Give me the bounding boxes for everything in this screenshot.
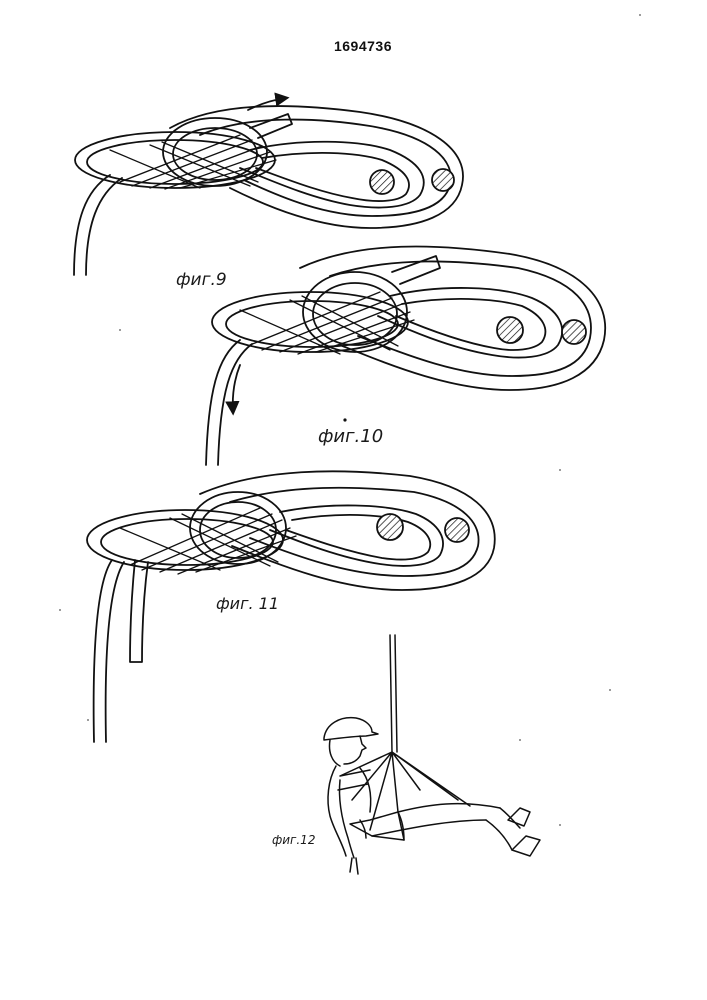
fig12-seat	[350, 812, 404, 840]
fig10-knot-wrap-3	[303, 272, 407, 352]
fig9-hole-2	[432, 169, 454, 191]
fig11-hole-1	[377, 514, 403, 540]
figure-11-knot	[87, 471, 495, 742]
fig11-hole-2	[445, 518, 469, 542]
fig11-caption: фиг. 11	[216, 594, 279, 613]
fig12-suspension-rope	[390, 635, 397, 752]
fig12-upper-leg	[372, 804, 500, 836]
fig10-direction-arrow	[233, 365, 240, 412]
fig9-running-end	[250, 114, 292, 138]
fig9-caption: фиг.9	[176, 270, 227, 290]
fig10-hole-2	[562, 320, 586, 344]
fig10-inner-loop-inner-edge	[396, 299, 545, 350]
fig9-direction-arrow	[248, 98, 286, 110]
fig10-outer-loop-inner-edge	[330, 261, 591, 376]
fig12-foot-1	[508, 808, 530, 826]
fig11-standing-end-a	[94, 560, 112, 742]
fig10-hole-1	[497, 317, 523, 343]
fig9-hole-1	[370, 170, 394, 194]
figure-10-knot	[206, 246, 605, 465]
fig10-dot-mark	[343, 418, 346, 421]
fig12-head	[329, 736, 366, 766]
fig12-foot-2	[512, 836, 540, 856]
fig10-running-end	[392, 256, 440, 284]
fig12-lower-leg	[486, 808, 520, 850]
fig11-inner-loop-inner-edge	[286, 515, 430, 560]
fig9-outer-loop	[170, 106, 463, 228]
fig10-caption: фиг.10	[318, 426, 383, 447]
fig12-harness-straps	[338, 752, 470, 830]
scan-specks	[59, 14, 641, 826]
fig12-caption: фиг.12	[272, 833, 315, 847]
fig11-standing-end-b	[106, 562, 124, 742]
figure-9-knot	[74, 98, 463, 275]
fig12-helmet	[324, 718, 378, 740]
fig11-outer-loop-inner-edge	[230, 488, 479, 576]
figure-12-person-in-harness	[324, 635, 540, 874]
fig11-tail-end	[130, 560, 148, 662]
